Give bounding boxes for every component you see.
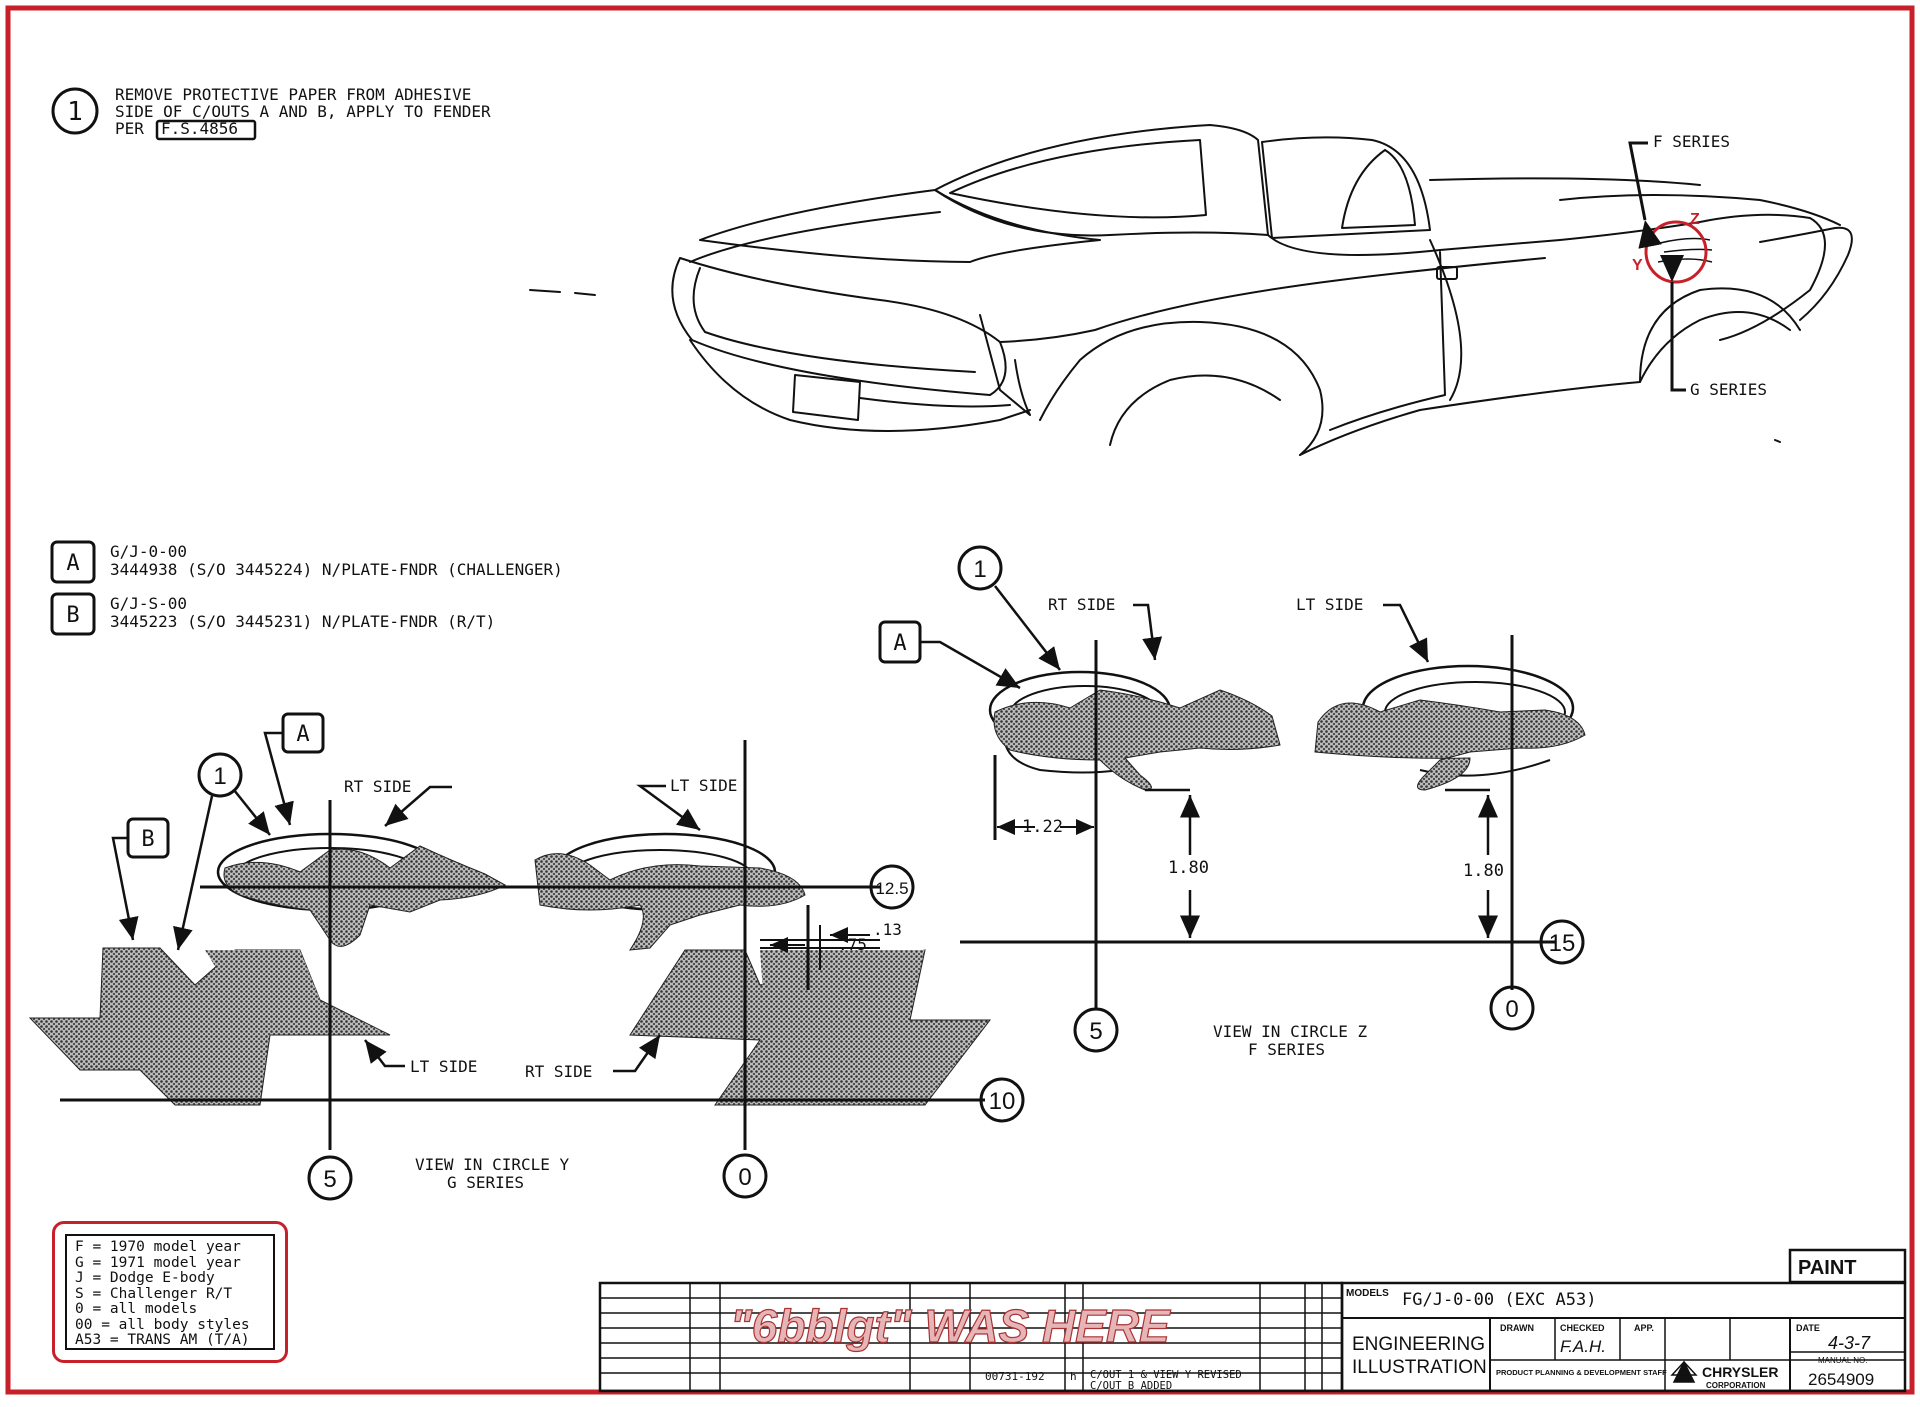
script-plate-rt (223, 845, 507, 947)
view-y-subtitle: G SERIES (447, 1173, 524, 1192)
part-b-code: G/J-S-00 (110, 594, 187, 613)
staff-label: PRODUCT PLANNING & DEVELOPMENT STAFF (1496, 1368, 1667, 1377)
view-z-1-number: 1 (973, 556, 986, 583)
legend-line: J = Dodge E-body (75, 1270, 215, 1286)
checked-value: F.A.H. (1560, 1337, 1606, 1356)
sheet-border (5, 5, 1915, 1395)
view-y-a-letter: A (296, 722, 309, 747)
note-line-2: SIDE OF C/OUTS A AND B, APPLY TO FENDER (115, 102, 491, 121)
general-note: 1 REMOVE PROTECTIVE PAPER FROM ADHESIVE … (51, 85, 491, 141)
legend-line: S = Challenger R/T (75, 1285, 233, 1302)
ref-5-y: 5 (323, 1166, 336, 1193)
rt-emblem-right (629, 949, 992, 1106)
models-value: FG/J-0-00 (EXC A53) (1402, 1290, 1596, 1310)
script-plate-lt (534, 853, 806, 951)
engineering-label: ENGINEERING (1352, 1334, 1485, 1355)
note-line-1: REMOVE PROTECTIVE PAPER FROM ADHESIVE (115, 85, 471, 104)
part-b-letter: B (66, 603, 79, 628)
note-line-3-prefix: PER (115, 119, 144, 138)
drawn-label: DRAWN (1500, 1323, 1534, 1333)
corporation-label: CORPORATION (1706, 1381, 1766, 1390)
spec-ref-box (155, 119, 257, 141)
fender-badge-location: Z Y F SERIES G SERIES (1628, 132, 1767, 399)
dim-1-80-left: 1.80 (1168, 858, 1209, 878)
parts-list: A G/J-0-00 3444938 (S/O 3445224) N/PLATE… (50, 540, 563, 636)
rev-code: 00731-192 (985, 1370, 1045, 1383)
manual-label: MANUAL NO. (1818, 1356, 1868, 1365)
view-y-rt-side: RT SIDE (344, 777, 411, 796)
ref-0-y: 0 (738, 1164, 751, 1191)
view-y-1-number: 1 (213, 763, 226, 790)
circle-z-label: Z (1690, 211, 1700, 228)
view-z-a-letter: A (893, 631, 906, 656)
part-a-letter: A (66, 551, 79, 576)
pentastar-logo (1670, 1360, 1698, 1383)
dim-075: .75 (838, 935, 867, 954)
g-series-label: G SERIES (1690, 380, 1767, 399)
spec-ref: F.S.4856 (161, 119, 238, 138)
dim-1-80-right: 1.80 (1463, 861, 1504, 881)
illustration-label: ILLUSTRATION (1352, 1357, 1487, 1378)
part-b-callout (50, 592, 96, 636)
legend-line: F = 1970 model year (75, 1239, 241, 1255)
dim-013: .13 (873, 920, 902, 939)
paint-label: PAINT (1798, 1257, 1857, 1279)
rev-text-1: C/OUT 1 & VIEW Y REVISED (1090, 1369, 1242, 1381)
manual-number: 2654909 (1808, 1370, 1874, 1389)
circle-y-label: Y (1632, 257, 1643, 274)
car-illustration (529, 124, 1853, 456)
view-y-rt-side-lower: RT SIDE (525, 1062, 592, 1081)
circle-callout (1644, 220, 1708, 284)
checked-label: CHECKED (1560, 1323, 1605, 1333)
view-z-script-lt (1314, 699, 1586, 791)
legend-line: 00 = all body styles (75, 1316, 250, 1333)
view-z-lt-side: LT SIDE (1296, 595, 1363, 614)
dim-1-22: 1.22 (1022, 817, 1063, 837)
part-a-desc: 3444938 (S/O 3445224) N/PLATE-FNDR (CHAL… (110, 560, 563, 579)
view-z: 1.22 1.80 1.80 15 5 0 1 A RT SIDE LT SID… (878, 545, 1586, 1059)
f-series-label: F SERIES (1653, 132, 1730, 151)
legend-line: 0 = all models (75, 1301, 198, 1317)
view-z-script-rt (993, 689, 1281, 791)
ref-12-5: 12.5 (875, 879, 908, 898)
note-number: 1 (67, 97, 83, 127)
title-block: PAINT 00731-192 h C/OUT 1 & VIEW Y REVIS… (598, 1248, 1907, 1393)
ref-10: 10 (989, 1088, 1016, 1115)
ref-0-z: 0 (1505, 996, 1518, 1023)
legend-line: G = 1971 model year (75, 1254, 241, 1271)
view-z-rt-side: RT SIDE (1048, 595, 1115, 614)
date-value: 4-3-7 (1828, 1333, 1871, 1353)
rt-emblem-left (28, 947, 391, 1106)
app-label: APP. (1634, 1323, 1654, 1333)
view-y-b-letter: B (141, 827, 154, 852)
ref-5-z: 5 (1089, 1018, 1102, 1045)
view-y-title: VIEW IN CIRCLE Y (415, 1155, 569, 1174)
part-a-code: G/J-0-00 (110, 542, 187, 561)
part-b-desc: 3445223 (S/O 3445231) N/PLATE-FNDR (R/T) (110, 612, 495, 631)
rev-letter: h (1070, 1370, 1077, 1383)
legend-line: A53 = TRANS AM (T/A) (75, 1332, 250, 1348)
rev-text-2: C/OUT B ADDED (1090, 1380, 1172, 1392)
chrysler-label: CHRYSLER (1702, 1364, 1779, 1380)
view-y-lt-side-lower: LT SIDE (410, 1057, 477, 1076)
view-z-title: VIEW IN CIRCLE Z (1213, 1022, 1367, 1041)
view-z-subtitle: F SERIES (1248, 1040, 1325, 1059)
view-y: .13 .75 12.5 10 5 0 A B 1 RT SIDE LT SID… (28, 712, 1025, 1201)
ref-15: 15 (1549, 930, 1576, 957)
models-label: MODELS (1346, 1288, 1389, 1299)
date-label: DATE (1796, 1323, 1820, 1333)
part-a-callout (50, 540, 96, 584)
watermark: "6bblgt" WAS HERE (730, 1300, 1171, 1352)
view-y-lt-side: LT SIDE (670, 776, 737, 795)
